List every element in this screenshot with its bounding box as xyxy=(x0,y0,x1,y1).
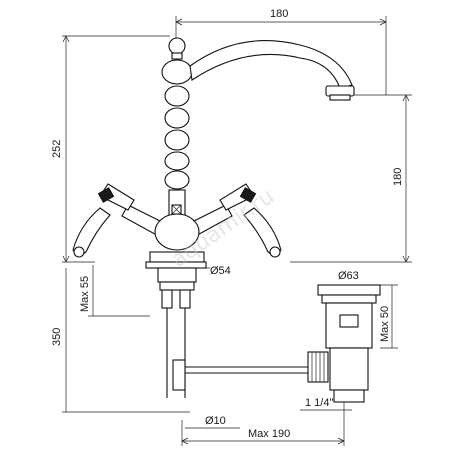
dim-under-length: 350 xyxy=(51,328,63,346)
faucet-body xyxy=(72,37,355,398)
dim-spout-height: 180 xyxy=(392,168,404,186)
dim-total-height: 252 xyxy=(51,140,63,158)
dim-spout-reach: 180 xyxy=(270,8,288,20)
dim-thread: 1 1/4" xyxy=(305,397,333,409)
dim-max-thickness: Max 55 xyxy=(79,276,91,312)
dim-max-drain-height: Max 50 xyxy=(379,306,391,342)
dim-max-rod-length: Max 190 xyxy=(248,428,290,440)
drain-assembly xyxy=(307,284,381,403)
dim-pipe-diameter: Ø10 xyxy=(205,415,226,427)
dim-base-diameter: Ø54 xyxy=(210,265,231,277)
dim-drain-diameter: Ø63 xyxy=(338,270,359,282)
